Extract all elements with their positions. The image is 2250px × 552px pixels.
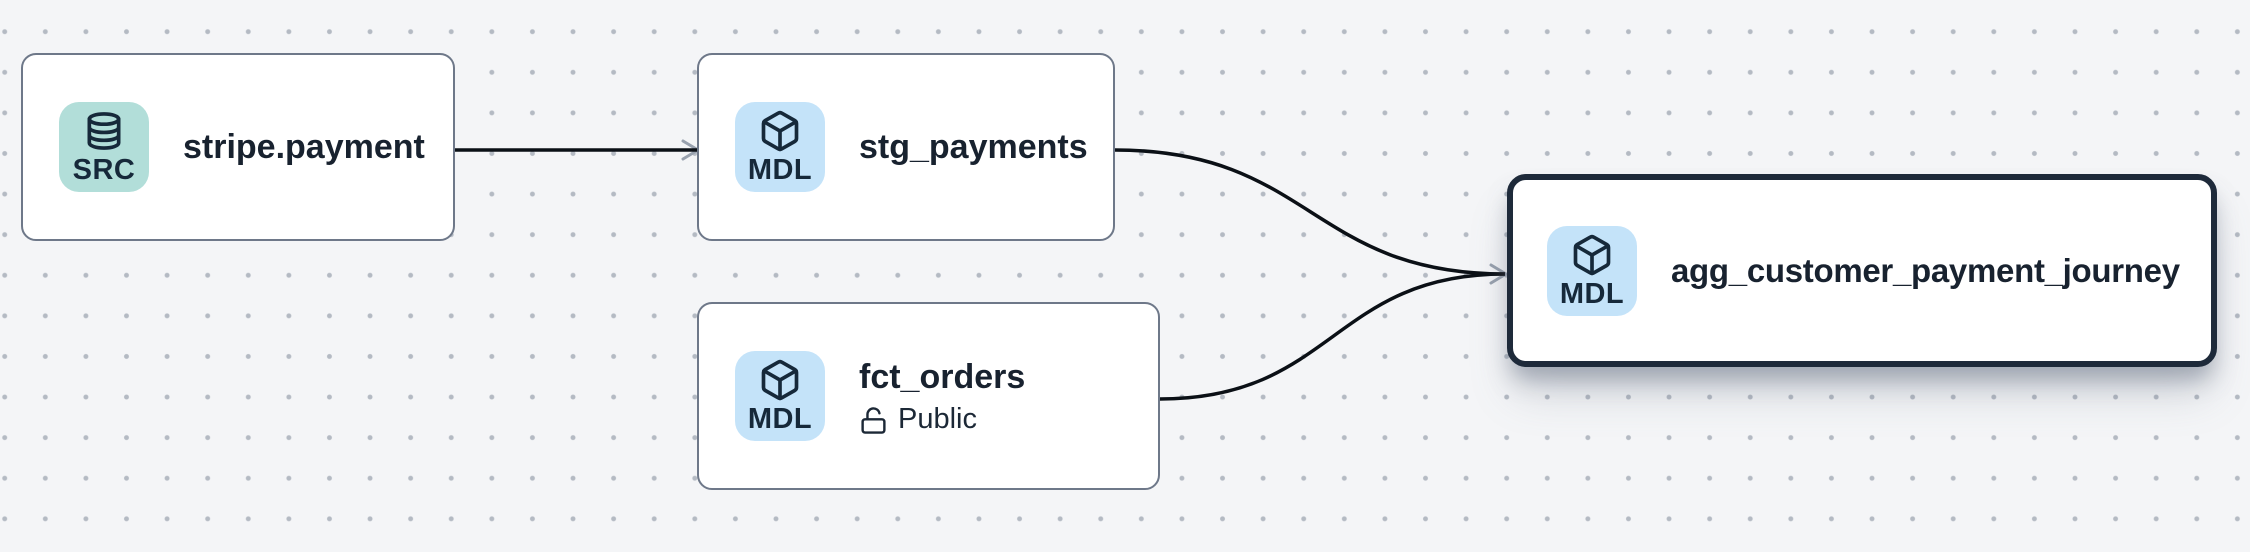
badge-label: MDL	[747, 154, 813, 186]
node-title: fct_orders	[859, 357, 1026, 396]
node-type-badge: MDL	[1547, 225, 1637, 316]
node-agg-customer-payment-journey[interactable]: MDL agg_customer_payment_journey	[1507, 174, 2217, 367]
database-icon	[87, 112, 121, 150]
node-title: stg_payments	[859, 127, 1088, 166]
node-stg-payments[interactable]: MDL stg_payments	[697, 53, 1115, 241]
edge-fct-orders-to-agg-customer-payment-journey	[1159, 272, 1506, 401]
badge-label: MDL	[1559, 277, 1625, 310]
cube-icon	[1573, 234, 1611, 275]
node-type-badge: MDL	[735, 351, 825, 441]
access-badge: Public	[859, 403, 1025, 436]
badge-label: SRC	[72, 154, 136, 186]
arrowhead-icon	[1489, 263, 1508, 285]
unlock-icon	[861, 406, 886, 434]
badge-label: MDL	[747, 403, 813, 435]
node-title: agg_customer_payment_journey	[1671, 251, 2180, 289]
node-type-badge: SRC	[59, 102, 149, 192]
access-label: Public	[898, 403, 977, 436]
node-title: stripe.payment	[183, 127, 425, 166]
edge-stg-payments-to-agg-customer-payment-journey	[1114, 148, 1506, 276]
node-type-badge: MDL	[735, 102, 825, 192]
node-fct-orders[interactable]: MDL fct_orders Public	[697, 302, 1160, 490]
cube-icon	[761, 110, 799, 152]
node-stripe-payment[interactable]: SRC stripe.payment	[21, 53, 455, 241]
cube-icon	[761, 359, 799, 401]
